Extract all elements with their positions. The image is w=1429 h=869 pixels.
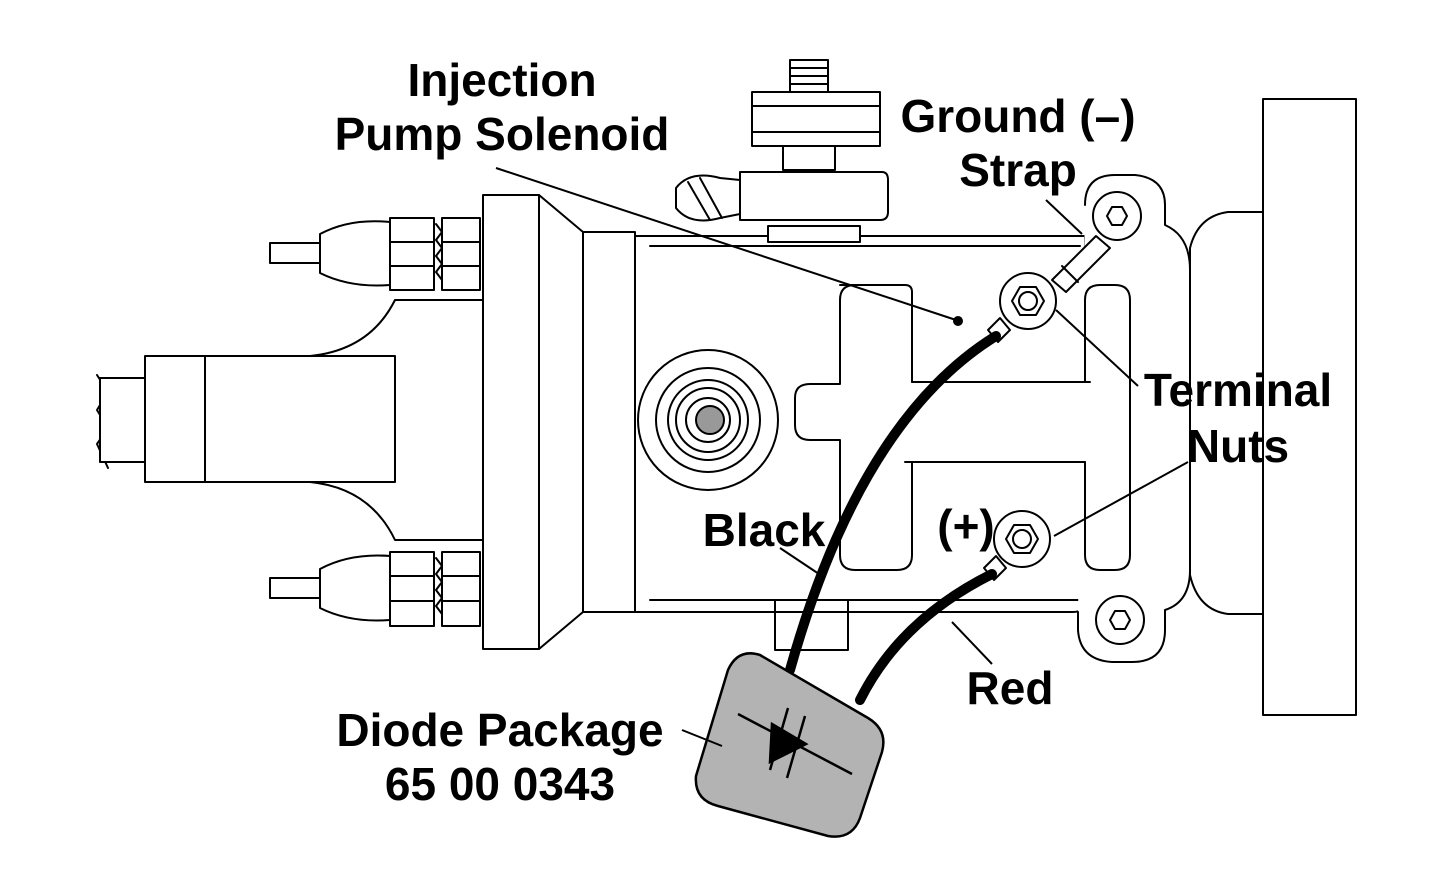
mount-bolt-bottom <box>1095 595 1145 645</box>
black-wire <box>785 331 1001 675</box>
fitting-cone-top <box>319 220 391 287</box>
red-wire <box>855 569 997 705</box>
lower-bracket <box>774 599 849 651</box>
hex-socket-top <box>1106 206 1128 226</box>
terminal-nut-bottom <box>993 510 1051 568</box>
leader-diode <box>681 729 723 747</box>
shaft-hub <box>204 355 396 483</box>
pump-cover-plate <box>1077 174 1191 663</box>
adjuster-knob <box>751 91 881 147</box>
ground-strap <box>1051 235 1111 293</box>
label-black: Black <box>703 504 826 556</box>
label-terminal-line2: Nuts <box>1187 420 1289 472</box>
mounting-plate <box>1262 98 1357 716</box>
pump-housing-outline <box>649 245 1081 601</box>
terminal-nut-top <box>999 272 1057 330</box>
adjuster-stem <box>782 145 836 171</box>
label-diode-line1: Diode Package <box>336 704 663 756</box>
fitting-cone-bottom <box>319 554 391 622</box>
fuel-line-top <box>269 242 321 264</box>
leader-ground-strap <box>1045 199 1083 235</box>
label-injection-line2: Pump Solenoid <box>335 108 670 160</box>
governor-hub <box>695 405 725 435</box>
mount-bolt-top <box>1092 191 1142 241</box>
leader-terminal-bottom <box>1053 461 1189 537</box>
leader-injection-solenoid <box>495 167 957 321</box>
flange-neck-upper <box>309 299 486 357</box>
hex-nut-top-1 <box>389 217 435 291</box>
label-injection-line1: Injection <box>407 54 596 106</box>
label-ground-line2: Strap <box>959 144 1077 196</box>
fuel-line-bottom <box>269 577 321 599</box>
flange-taper <box>538 194 584 650</box>
pump-flange <box>482 194 540 650</box>
hex-socket-bottom <box>1109 610 1131 630</box>
shaft-collar <box>144 355 206 483</box>
drive-shaft <box>99 377 147 463</box>
throttle-lever <box>739 171 889 221</box>
lever-base <box>767 225 861 243</box>
label-terminal-line1: Terminal <box>1144 364 1332 416</box>
flange-neck-lower <box>309 481 486 541</box>
label-plus: (+) <box>937 500 995 552</box>
label-diode-line2: 65 00 0343 <box>385 758 615 810</box>
leader-terminal-top <box>1055 309 1139 387</box>
hex-nut-top-2 <box>441 217 481 291</box>
leader-black <box>779 547 823 577</box>
diode-symbol-icon <box>737 707 853 779</box>
flange-ring <box>582 231 636 613</box>
hex-nut-bottom-2 <box>441 551 481 627</box>
throttle-screw <box>675 174 741 222</box>
label-ground-line1: Ground (–) <box>900 90 1135 142</box>
leader-red <box>951 621 993 665</box>
label-red: Red <box>967 662 1054 714</box>
solenoid-point-marker <box>953 316 963 326</box>
hex-nut-bottom-1 <box>389 551 435 627</box>
